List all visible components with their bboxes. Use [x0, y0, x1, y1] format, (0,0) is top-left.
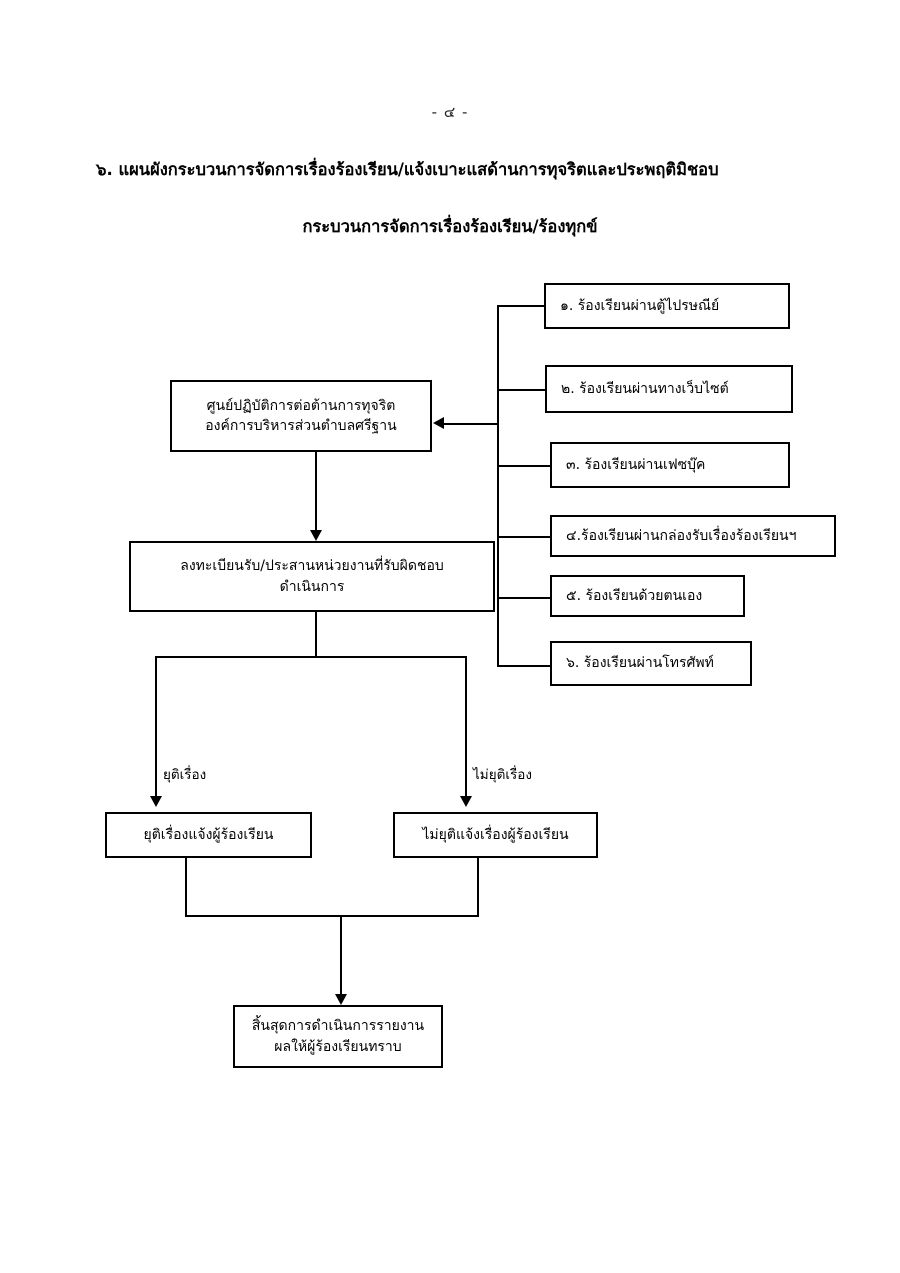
center-to-register-arrowhead	[310, 530, 322, 541]
channel-box-4-label: ๔.ร้องเรียนผ่านกล่องรับเรื่องร้องเรียนฯ	[566, 527, 797, 544]
anti-corruption-center-label: ศูนย์ปฏิบัติการต่อต้านการทุจริต องค์การบ…	[205, 397, 397, 434]
channel-box-3[interactable]: ๓. ร้องเรียนผ่านเฟซบุ๊ค	[550, 442, 790, 488]
center-to-register-line	[315, 452, 317, 530]
outcome-box-close-case-label: ยุติเรื่องแจ้งผู้ร้องเรียน	[143, 826, 274, 843]
register-coordinate-label: ลงทะเบียนรับ/ประสานหน่วยงานที่รับผิดชอบ …	[180, 558, 444, 595]
merge-left-line	[185, 858, 187, 915]
register-coordinate-box[interactable]: ลงทะเบียนรับ/ประสานหน่วยงานที่รับผิดชอบ …	[129, 541, 495, 612]
branch-label-right: ไม่ยุติเรื่อง	[473, 767, 532, 783]
channel-box-5[interactable]: ๕. ร้องเรียนด้วยตนเอง	[550, 575, 745, 617]
page-number: - ๔ -	[431, 103, 469, 121]
channel-box-5-label: ๕. ร้องเรียนด้วยตนเอง	[566, 587, 703, 604]
register-split-stem	[315, 612, 317, 656]
final-report-label: สิ้นสุดการดำเนินการรายงาน ผลให้ผู้ร้องเร…	[251, 1018, 425, 1055]
final-report-box[interactable]: สิ้นสุดการดำเนินการรายงาน ผลให้ผู้ร้องเร…	[233, 1005, 443, 1068]
channel-connector-4	[497, 536, 550, 538]
trunk-to-center-line	[444, 423, 498, 425]
trunk-to-center-arrowhead	[433, 417, 444, 429]
merge-to-final-arrowhead	[335, 994, 347, 1005]
split-left-branch-line	[155, 656, 157, 796]
outcome-box-close-case[interactable]: ยุติเรื่องแจ้งผู้ร้องเรียน	[105, 812, 312, 858]
section-heading: ๖. แผนผังกระบวนการจัดการเรื่องร้องเรียน/…	[96, 160, 719, 179]
channel-box-2-label: ๒. ร้องเรียนผ่านทางเว็บไซต์	[561, 380, 729, 397]
merge-bar	[185, 915, 479, 917]
diagram-title: กระบวนการจัดการเรื่องร้องเรียน/ร้องทุกข์	[302, 217, 598, 236]
branch-label-left: ยุติเรื่อง	[163, 767, 207, 783]
channel-connector-2	[497, 389, 545, 391]
merge-right-line	[477, 858, 479, 915]
channel-box-2[interactable]: ๒. ร้องเรียนผ่านทางเว็บไซต์	[545, 365, 793, 413]
outcome-box-not-close-case-label: ไม่ยุติแจ้งเรื่องผู้ร้องเรียน	[422, 826, 569, 843]
channel-connector-6	[497, 665, 550, 667]
split-right-branch-line	[465, 656, 467, 796]
register-split-bar	[155, 656, 467, 658]
split-right-arrowhead	[460, 796, 472, 807]
channel-connector-5	[497, 597, 550, 599]
channel-trunk-line	[497, 305, 499, 666]
anti-corruption-center-box[interactable]: ศูนย์ปฏิบัติการต่อต้านการทุจริต องค์การบ…	[170, 380, 432, 452]
channel-box-6[interactable]: ๖. ร้องเรียนผ่านโทรศัพท์	[550, 641, 752, 686]
channel-box-1[interactable]: ๑. ร้องเรียนผ่านตู้ไปรษณีย์	[544, 283, 790, 329]
split-left-arrowhead	[150, 796, 162, 807]
channel-box-1-label: ๑. ร้องเรียนผ่านตู้ไปรษณีย์	[560, 297, 720, 314]
outcome-box-not-close-case[interactable]: ไม่ยุติแจ้งเรื่องผู้ร้องเรียน	[393, 812, 598, 858]
channel-box-3-label: ๓. ร้องเรียนผ่านเฟซบุ๊ค	[566, 456, 706, 473]
merge-to-final-line	[340, 915, 342, 994]
channel-box-4[interactable]: ๔.ร้องเรียนผ่านกล่องรับเรื่องร้องเรียนฯ	[550, 515, 836, 557]
channel-box-6-label: ๖. ร้องเรียนผ่านโทรศัพท์	[566, 655, 714, 672]
channel-connector-3	[497, 465, 550, 467]
channel-connector-1	[497, 305, 544, 307]
